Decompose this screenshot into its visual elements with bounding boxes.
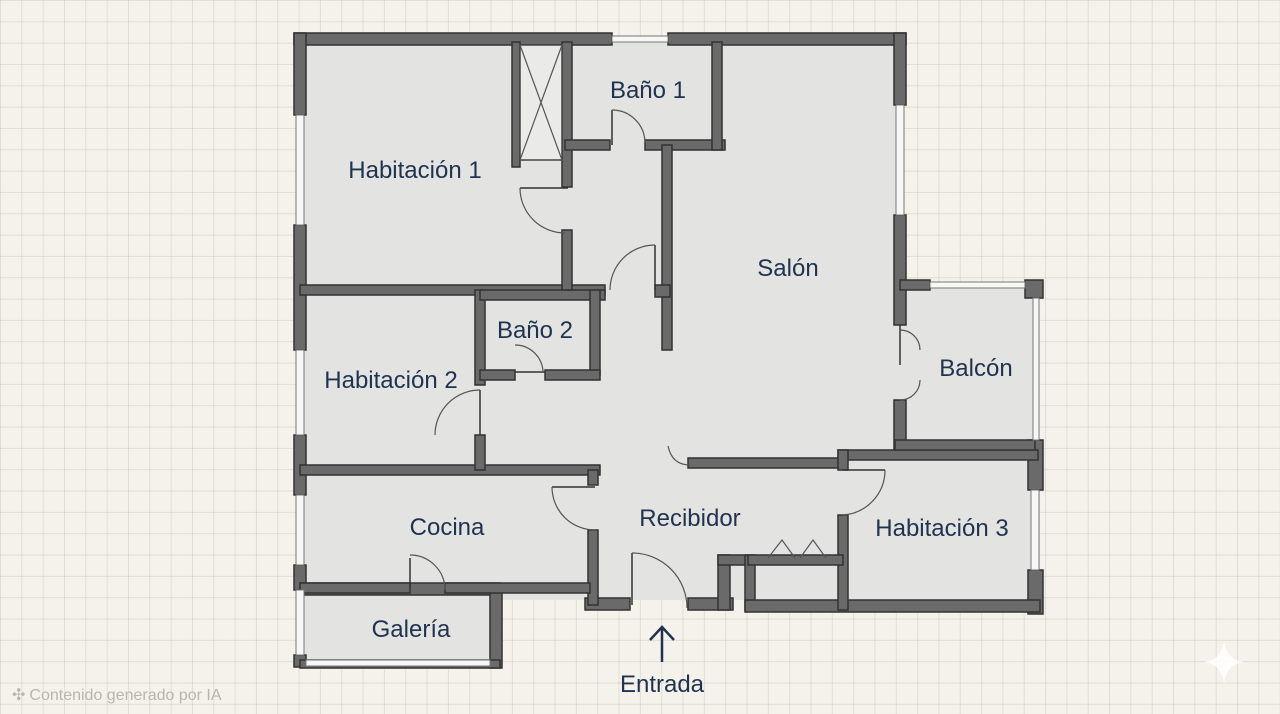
walls [293,32,1044,669]
label-habitacion-3: Habitación 3 [875,515,1008,542]
ai-watermark: ✣Contenido generado por IA [12,685,222,705]
label-bano-2: Baño 2 [497,317,573,344]
windows [295,35,1040,667]
label-salon: Salón [757,255,818,282]
watermark-text: Contenido generado por IA [29,687,222,704]
label-balcon: Balcón [939,355,1012,382]
label-cocina: Cocina [410,514,485,541]
entrance-label: Entrada [620,671,705,698]
ai-sparkle-icon: ✣ [12,687,26,704]
floor-areas [300,40,1040,665]
label-bano-1: Baño 1 [610,77,686,104]
sparkle-icon [1204,640,1244,684]
up-arrow-icon [649,625,675,662]
entrance-marker: Entrada [620,625,705,698]
label-habitacion-1: Habitación 1 [348,157,481,184]
room-labels: Habitación 1 Baño 1 Salón Baño 2 Habitac… [324,77,1012,643]
closet [519,44,563,161]
label-galeria: Galería [372,616,451,643]
label-recibidor: Recibidor [639,505,740,532]
doors [409,109,921,609]
label-habitacion-2: Habitación 2 [324,367,457,394]
